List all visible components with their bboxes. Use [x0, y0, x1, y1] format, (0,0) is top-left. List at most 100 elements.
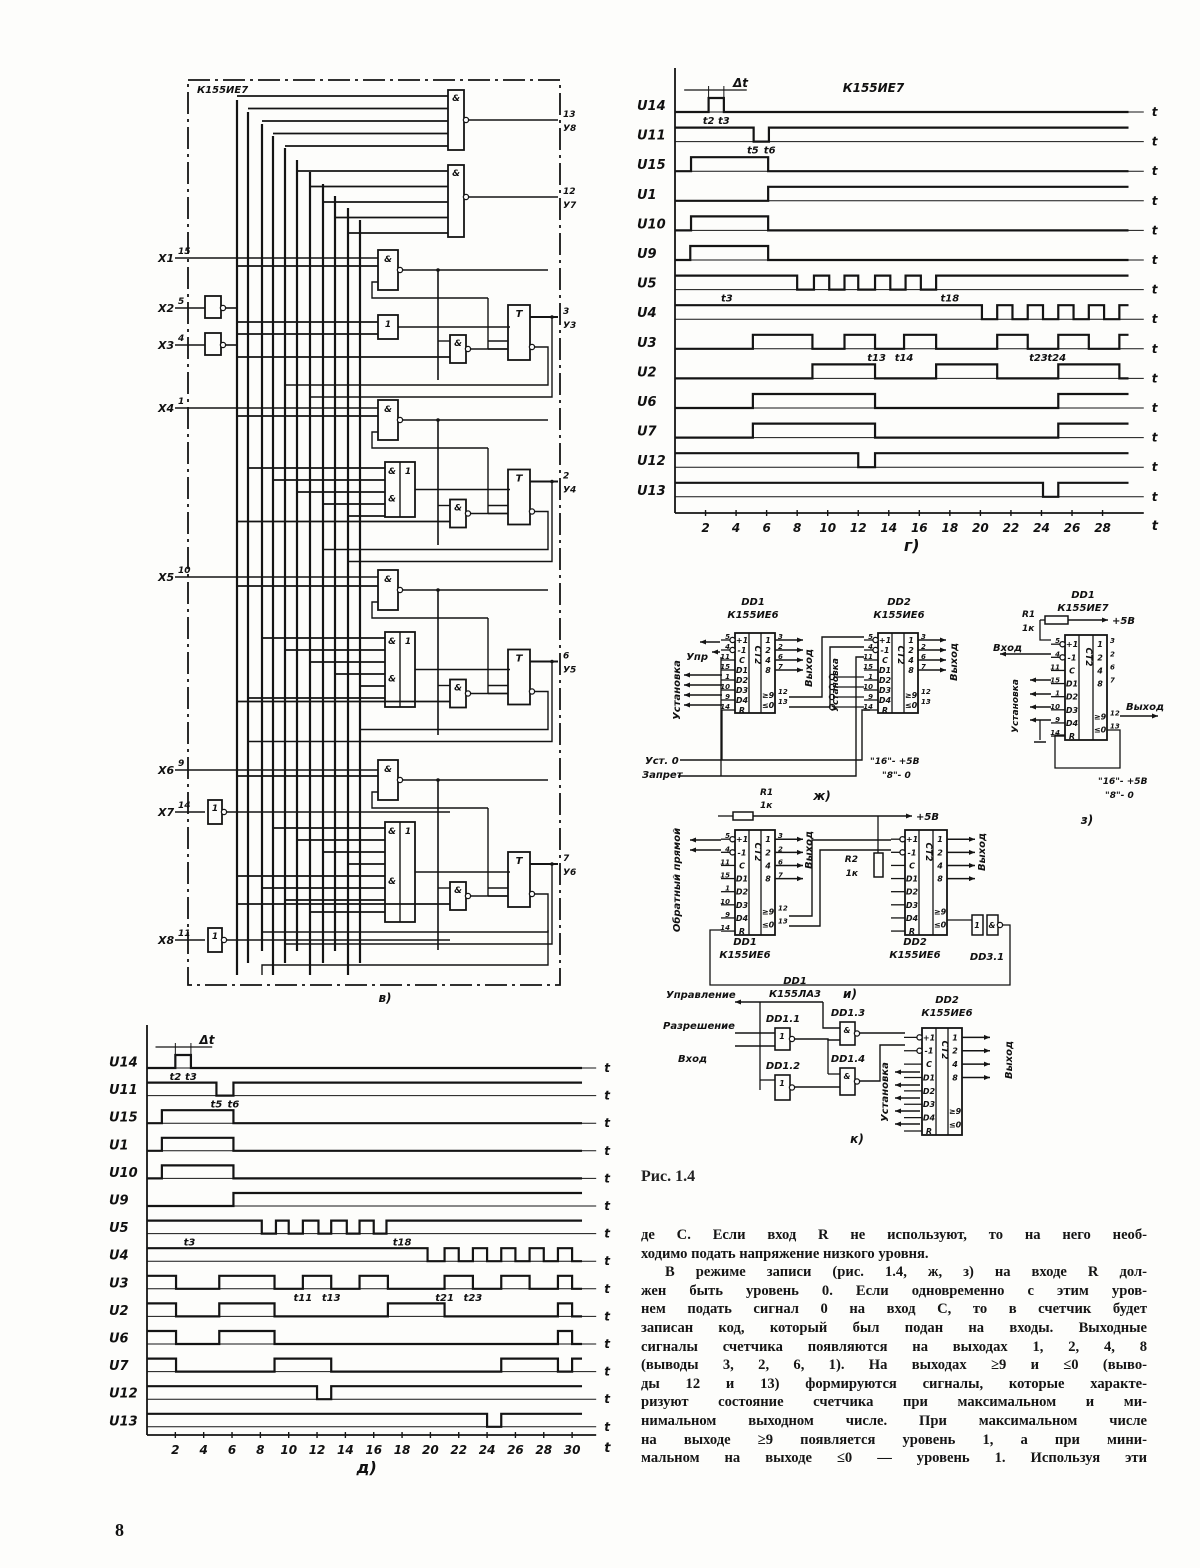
inversion-bubble: [397, 587, 402, 592]
junction-dot: [550, 660, 554, 664]
row-t-label: t: [604, 1199, 611, 1213]
chip-input-label: +1: [736, 835, 748, 844]
row-t-label: t: [604, 1116, 611, 1130]
chip-function-label: СТ2: [752, 842, 762, 861]
supply-label: +5В: [916, 812, 939, 823]
chip-output-label: ≥9: [1094, 712, 1107, 721]
row-t-label: t: [1152, 342, 1159, 356]
tick-label: 6: [228, 1443, 236, 1457]
signal-label: U12: [109, 1387, 138, 1402]
row-t-label: t: [1152, 194, 1159, 208]
dd1-designator: DD1: [1071, 590, 1095, 601]
signal-label: U7: [109, 1359, 130, 1374]
arrow-head-icon: [712, 650, 718, 655]
signal-label: U14: [637, 99, 666, 114]
arrow-head-icon: [690, 838, 696, 843]
output-pin-number: 2: [563, 472, 569, 482]
dd1-type: К155ИЕ6: [719, 950, 770, 961]
dd1-type: К155ИЕ6: [727, 610, 778, 621]
output-label: Выход: [804, 831, 815, 869]
chip-input-label: D2: [1066, 693, 1079, 702]
time-mark-label: t13: [867, 353, 886, 364]
text-line: де С. Если вход R не используют, то на н…: [641, 1226, 1147, 1245]
row-t-label: t: [1152, 490, 1159, 504]
gate-symbol: &: [454, 339, 462, 349]
inversion-bubble: [463, 117, 468, 122]
chip-input-label: C: [909, 861, 915, 870]
wire: [789, 637, 864, 697]
feedback-wire: [360, 692, 548, 730]
input-label: Х4: [157, 402, 174, 415]
chip-output-label: 2: [765, 646, 771, 655]
diagram-caption: к): [850, 1132, 864, 1146]
chip-input-label: C: [739, 861, 745, 870]
chip-input-label: D3: [736, 686, 749, 695]
output-label: Выход: [1004, 1041, 1015, 1079]
tick-label: 16: [365, 1443, 382, 1457]
inversion-bubble: [854, 1079, 859, 1084]
gate-designator: DD1.2: [766, 1061, 800, 1072]
chip-input-label: +1: [906, 835, 918, 844]
row-t-label: t: [1152, 105, 1159, 119]
input-pin-number: 9: [178, 759, 184, 769]
t-axis-label: t: [604, 1441, 611, 1456]
row-t-label: t: [604, 1392, 611, 1406]
signal-label: U14: [109, 1056, 138, 1071]
chip-pin-number: 3: [1110, 637, 1115, 645]
signal-label: U9: [109, 1194, 129, 1209]
chip-output-label: 1: [952, 1033, 958, 1042]
chip-output-label: 1: [1097, 640, 1103, 649]
inversion-bubble: [730, 647, 735, 652]
row-t-label: t: [604, 1282, 611, 1296]
gate-designator: DD1.4: [831, 1054, 865, 1065]
resistor-value: 1к: [846, 869, 859, 879]
output-label: У3: [563, 321, 576, 331]
signal-label: U11: [637, 129, 666, 144]
arrow-head-icon: [700, 640, 706, 645]
signal-label: U3: [109, 1276, 129, 1291]
page-number: 8: [115, 1520, 124, 1541]
chip-pin-number: 12: [778, 904, 788, 912]
waveform-u9: [675, 246, 1129, 260]
inversion-bubble: [463, 194, 468, 199]
inversion-bubble: [465, 691, 470, 696]
tick-label: 2: [171, 1443, 179, 1457]
input-label: Х8: [157, 934, 174, 947]
arrow-head-icon: [797, 658, 803, 663]
output-label: Выход: [1126, 702, 1164, 713]
waveform-u11: [675, 128, 1129, 142]
text-line: ходимо подать напряжение низкого уровня.: [641, 1245, 1147, 1264]
body-text: де С. Если вход R не используют, то на н…: [641, 1226, 1147, 1468]
chip-input-label: C: [739, 656, 745, 665]
arrow-head-icon: [684, 703, 690, 708]
chip-input-label: R: [739, 927, 745, 936]
inversion-bubble: [397, 417, 402, 422]
chip-input-label: C: [882, 656, 888, 665]
signal-label: U6: [637, 395, 657, 410]
chip-input-label: C: [926, 1060, 932, 1069]
time-mark-label: t18: [393, 1238, 412, 1249]
row-t-label: t: [604, 1254, 611, 1268]
chip-output-label: 2: [908, 646, 914, 655]
inversion-bubble: [529, 689, 534, 694]
chip-input-label: +1: [879, 636, 891, 645]
timing-diagram-g: 246810121416182022242628tU14tt2t3U11tt5t…: [637, 68, 1159, 555]
input-pin-number: 10: [178, 566, 191, 576]
chip-input-label: R: [909, 927, 915, 936]
input-pin-number: 5: [178, 297, 184, 307]
figure-caption: Рис. 1.4: [641, 1168, 695, 1186]
tick-label: 24: [479, 1443, 496, 1457]
tick-label: 4: [731, 521, 740, 535]
dd1-designator: DD1: [733, 937, 757, 948]
input-label: Х6: [157, 764, 174, 777]
gate-symbol: &: [384, 405, 392, 415]
chip-pin-number: 12: [921, 688, 931, 696]
chip-output-label: ≤0: [762, 921, 775, 930]
text-line: ды 12 и 13) формируются сигналы, которые…: [641, 1375, 1147, 1394]
power-note: "8"- 0: [1105, 791, 1134, 801]
tick-label: 28: [1094, 521, 1111, 535]
resistor-designator: R2: [845, 855, 858, 865]
chip-input-label: D4: [736, 696, 749, 705]
chip-output-label: 8: [765, 666, 771, 675]
row-t-label: t: [604, 1227, 611, 1241]
